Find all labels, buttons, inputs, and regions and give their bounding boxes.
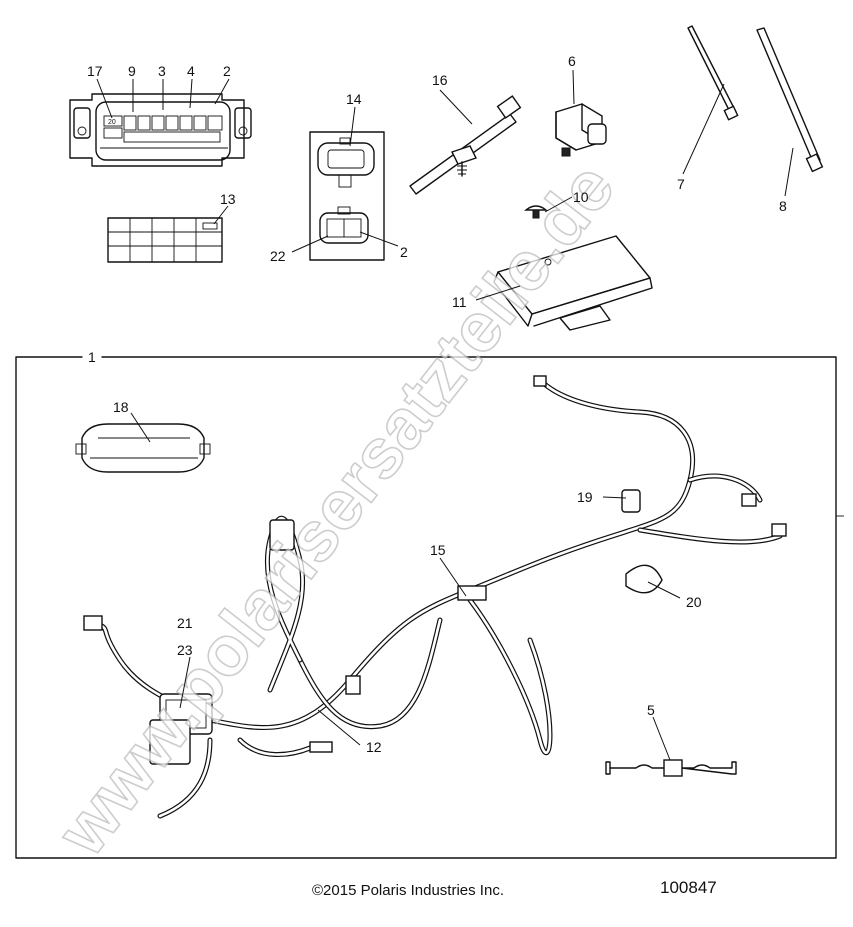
callout-16: 16 xyxy=(432,72,448,88)
cable-tie-7 xyxy=(687,25,739,121)
callout-3: 3 xyxy=(158,63,166,79)
callout-4: 4 xyxy=(187,63,195,79)
cable-tie-clip xyxy=(409,95,522,195)
connector-6 xyxy=(555,103,607,157)
callout-8: 8 xyxy=(779,198,787,214)
main-wiring-harness xyxy=(83,375,787,819)
callout-9: 9 xyxy=(128,63,136,79)
callout-21: 21 xyxy=(177,615,193,631)
leader-lines xyxy=(96,69,794,761)
callout-13: 13 xyxy=(220,191,236,207)
relay-label-sheet xyxy=(107,217,223,263)
callout-15: 15 xyxy=(430,542,446,558)
callout-19: 19 xyxy=(577,489,593,505)
assembly-frame xyxy=(15,356,837,859)
callout-23: 23 xyxy=(177,642,193,658)
fuse-slot-label: 20 xyxy=(108,119,116,126)
callout-labels: 1 2 2 3 4 5 6 7 8 9 10 11 12 13 14 15 16… xyxy=(87,53,787,755)
callout-18: 18 xyxy=(113,399,129,415)
callout-2a: 2 xyxy=(223,63,231,79)
cable-tie-8 xyxy=(756,27,824,173)
fuse-box-cover xyxy=(75,423,211,473)
callout-11: 11 xyxy=(452,294,467,310)
callout-1: 1 xyxy=(88,349,96,365)
mounting-bracket xyxy=(493,235,653,331)
callout-2b: 2 xyxy=(400,244,408,260)
fuse-box: 20 xyxy=(69,93,252,167)
callout-20: 20 xyxy=(686,594,702,610)
callout-17: 17 xyxy=(87,63,103,79)
callout-12: 12 xyxy=(366,739,382,755)
copyright-notice: ©2015 Polaris Industries Inc. xyxy=(312,882,504,899)
inline-fuse xyxy=(605,759,737,777)
drawing-number: 100847 xyxy=(660,878,717,897)
callout-5: 5 xyxy=(647,702,655,718)
callout-7: 7 xyxy=(677,176,685,192)
relay-card xyxy=(309,131,385,261)
callout-14: 14 xyxy=(346,91,362,107)
callout-10: 10 xyxy=(573,189,589,205)
callout-6: 6 xyxy=(568,53,576,69)
push-rivet xyxy=(524,205,548,219)
callout-22: 22 xyxy=(270,248,286,264)
